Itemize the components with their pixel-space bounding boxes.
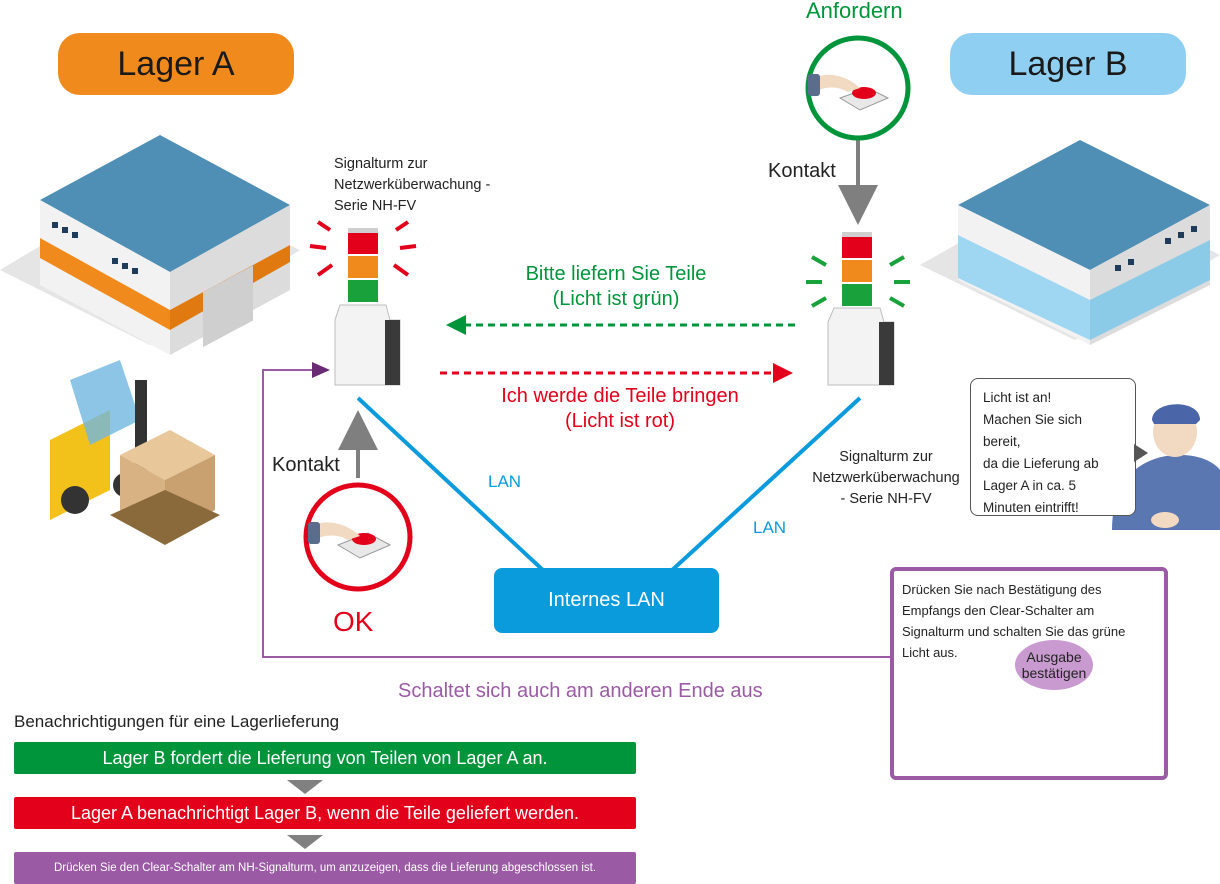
- speech-line: Lager A in ca. 5: [983, 478, 1077, 493]
- clear-box-line: Drücken Sie nach Bestätigung des: [902, 582, 1102, 597]
- warehouse-a-label: Lager A: [58, 33, 294, 95]
- request-label: Anfordern: [806, 0, 903, 23]
- tower-a-caption-line: Serie NH-FV: [334, 198, 417, 214]
- speech-bubble-tail: [1134, 444, 1148, 462]
- warehouse-b-label: Lager B: [950, 33, 1186, 95]
- green-message: Bitte liefern Sie Teile (Licht ist grün): [498, 262, 734, 312]
- clear-box-line: Licht aus.: [902, 645, 958, 660]
- signal-tower-b: [806, 232, 910, 386]
- request-button-circle: [805, 35, 911, 141]
- worker-b-illustration: [1112, 404, 1220, 530]
- forklift-illustration: [50, 360, 220, 545]
- step-arrow-2: [287, 835, 323, 849]
- lan-line-left: [356, 396, 547, 574]
- warehouse-a-building: [0, 135, 300, 355]
- tower-a-caption-line: Signalturm zur: [334, 156, 428, 172]
- tower-b-caption-line: - Serie NH-FV: [840, 491, 932, 507]
- speech-line: Minuten eintrifft!: [983, 500, 1079, 515]
- clear-box-line: Signalturm und schalten Sie das grüne: [902, 624, 1126, 639]
- return-line: [262, 362, 890, 658]
- red-message-line: Ich werde die Teile bringen: [501, 385, 739, 407]
- step-3-bar: Drücken Sie den Clear-Schalter am NH-Sig…: [14, 852, 636, 884]
- confirm-bubble: Ausgabe bestätigen: [1015, 640, 1093, 690]
- speech-line: da die Lieferung ab: [983, 456, 1099, 471]
- speech-line: Machen Sie sich bereit,: [983, 412, 1083, 449]
- signal-tower-a: [309, 220, 417, 386]
- return-note: Schaltet sich auch am anderen Ende aus: [398, 680, 763, 702]
- red-message: Ich werde die Teile bringen (Licht ist r…: [470, 384, 770, 434]
- tower-a-caption-line: Netzwerküberwachung -: [334, 177, 491, 193]
- step-2-bar: Lager A benachrichtigt Lager B, wenn die…: [14, 797, 636, 829]
- confirm-bubble-line: bestätigen: [1021, 665, 1087, 681]
- lan-line-right: [668, 396, 862, 574]
- tower-b-caption-line: Signalturm zur: [839, 449, 933, 465]
- step-arrow-1: [287, 780, 323, 794]
- contact-label-top: Kontakt: [768, 160, 836, 182]
- warehouse-b-building: [920, 140, 1220, 345]
- clear-instruction-box: Drücken Sie nach Bestätigung des Empfang…: [890, 567, 1168, 780]
- speech-line: Licht ist an!: [983, 390, 1052, 405]
- ok-label: OK: [333, 606, 374, 637]
- internal-lan-box: Internes LAN: [494, 568, 719, 633]
- speech-bubble-b: Licht ist an! Machen Sie sich bereit, da…: [970, 378, 1136, 516]
- lan-label-right: LAN: [753, 518, 787, 537]
- ok-button-circle: [303, 482, 413, 592]
- green-message-line: (Licht ist grün): [552, 288, 680, 310]
- contact-label-left: Kontakt: [272, 454, 340, 476]
- step-1-bar: Lager B fordert die Lieferung von Teilen…: [14, 742, 636, 774]
- clear-box-line: Empfangs den Clear-Schalter am: [902, 603, 1095, 618]
- steps-title: Benachrichtigungen für eine Lagerlieferu…: [14, 712, 340, 731]
- lan-label-left: LAN: [488, 472, 522, 491]
- tower-b-caption-line: Netzwerküberwachung: [812, 470, 960, 486]
- red-message-line: (Licht ist rot): [564, 410, 676, 432]
- green-dashed-arrow: [446, 315, 795, 335]
- tower-a-caption: Signalturm zur Netzwerküberwachung - Ser…: [334, 154, 490, 217]
- red-dashed-arrow: [440, 363, 793, 383]
- tower-b-caption: Signalturm zur Netzwerküberwachung - Ser…: [808, 447, 964, 510]
- green-message-line: Bitte liefern Sie Teile: [525, 263, 707, 285]
- confirm-bubble-line: Ausgabe: [1026, 649, 1082, 665]
